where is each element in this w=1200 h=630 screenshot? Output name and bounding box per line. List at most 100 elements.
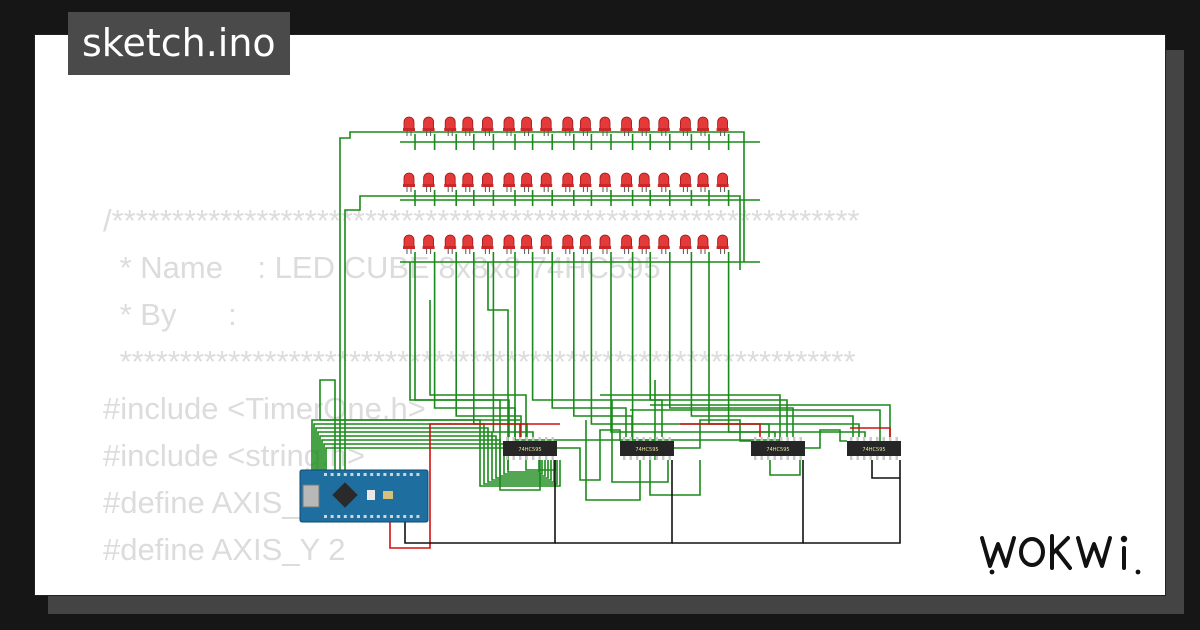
led[interactable] bbox=[561, 172, 574, 192]
led[interactable] bbox=[561, 116, 574, 136]
wire bbox=[672, 460, 804, 544]
chip-label: 74HC595 bbox=[766, 447, 789, 453]
led[interactable] bbox=[638, 116, 651, 136]
led[interactable] bbox=[461, 172, 474, 192]
wire bbox=[317, 431, 552, 481]
reset-button[interactable] bbox=[367, 490, 375, 500]
led[interactable] bbox=[481, 116, 494, 136]
led[interactable] bbox=[503, 116, 515, 136]
led[interactable] bbox=[520, 172, 533, 192]
led[interactable] bbox=[561, 234, 574, 254]
led[interactable] bbox=[422, 234, 435, 254]
led[interactable] bbox=[599, 116, 611, 136]
led[interactable] bbox=[481, 234, 494, 254]
wire bbox=[404, 460, 556, 544]
led[interactable] bbox=[520, 116, 533, 136]
led[interactable] bbox=[579, 116, 592, 136]
led[interactable] bbox=[599, 172, 611, 192]
wire bbox=[680, 423, 761, 437]
shift-register-chip[interactable]: 74HC595 bbox=[847, 437, 901, 460]
led[interactable] bbox=[444, 234, 457, 254]
wire bbox=[871, 460, 900, 479]
wire bbox=[556, 429, 621, 481]
led[interactable] bbox=[503, 172, 515, 192]
wire bbox=[769, 460, 801, 476]
arduino-nano[interactable] bbox=[299, 469, 429, 523]
shift-register-chip[interactable]: 74HC595 bbox=[503, 437, 557, 460]
led[interactable] bbox=[620, 172, 633, 192]
wire bbox=[610, 252, 776, 437]
wire bbox=[514, 252, 657, 441]
led[interactable] bbox=[403, 172, 415, 192]
led[interactable] bbox=[422, 172, 435, 192]
led[interactable] bbox=[540, 116, 553, 136]
led[interactable] bbox=[697, 234, 709, 254]
led[interactable] bbox=[638, 234, 651, 254]
wire bbox=[487, 262, 509, 470]
code-line: #define AXIS_Y 2 bbox=[103, 532, 346, 567]
led[interactable] bbox=[579, 172, 592, 192]
wire bbox=[551, 252, 627, 437]
wire bbox=[572, 252, 633, 437]
shift-register-chip[interactable]: 74HC595 bbox=[620, 437, 674, 460]
wire bbox=[649, 252, 788, 437]
code-line: ****************************************… bbox=[111, 344, 856, 379]
shift-register-chip[interactable]: 74HC595 bbox=[751, 437, 805, 460]
wire bbox=[433, 252, 516, 437]
chip-label: 74HC595 bbox=[635, 447, 658, 453]
led[interactable] bbox=[716, 234, 729, 254]
file-tab[interactable]: sketch.ino bbox=[68, 12, 290, 75]
wire bbox=[455, 252, 522, 437]
led[interactable] bbox=[444, 116, 457, 136]
wire bbox=[414, 252, 510, 437]
led[interactable] bbox=[716, 116, 729, 136]
led[interactable] bbox=[679, 234, 692, 254]
wire bbox=[649, 460, 701, 496]
code-line: * By : bbox=[111, 297, 237, 332]
wire bbox=[339, 131, 745, 470]
wire bbox=[321, 439, 546, 477]
led[interactable] bbox=[638, 172, 651, 192]
code-line: /***************************************… bbox=[103, 203, 860, 238]
wire bbox=[311, 419, 561, 487]
wire bbox=[585, 420, 641, 501]
led[interactable] bbox=[657, 116, 670, 136]
wire bbox=[319, 379, 520, 470]
led[interactable] bbox=[481, 172, 494, 192]
led[interactable] bbox=[461, 234, 474, 254]
microcontroller-chip bbox=[332, 482, 358, 508]
led[interactable] bbox=[679, 172, 692, 192]
wire bbox=[492, 252, 534, 437]
led[interactable] bbox=[599, 234, 611, 254]
led[interactable] bbox=[444, 172, 457, 192]
led[interactable] bbox=[403, 116, 415, 136]
led[interactable] bbox=[579, 234, 592, 254]
wire bbox=[727, 252, 866, 437]
led[interactable] bbox=[540, 172, 553, 192]
led[interactable] bbox=[716, 172, 729, 192]
wire bbox=[315, 427, 555, 483]
led[interactable] bbox=[657, 234, 670, 254]
wokwi-logo bbox=[980, 534, 1141, 575]
led[interactable] bbox=[679, 116, 692, 136]
wire bbox=[630, 409, 881, 441]
wire bbox=[690, 252, 854, 437]
wire bbox=[313, 423, 558, 485]
led[interactable] bbox=[503, 234, 515, 254]
wire bbox=[668, 252, 794, 437]
led[interactable] bbox=[422, 116, 435, 136]
wire bbox=[319, 435, 549, 479]
led[interactable] bbox=[403, 234, 415, 254]
led[interactable] bbox=[520, 234, 533, 254]
led[interactable] bbox=[620, 116, 633, 136]
led[interactable] bbox=[540, 234, 553, 254]
led[interactable] bbox=[657, 172, 670, 192]
led[interactable] bbox=[620, 234, 633, 254]
led[interactable] bbox=[697, 172, 709, 192]
chip-label: 74HC595 bbox=[518, 447, 541, 453]
led[interactable] bbox=[697, 116, 709, 136]
wire bbox=[708, 252, 860, 437]
led[interactable] bbox=[461, 116, 474, 136]
wire bbox=[344, 195, 741, 470]
